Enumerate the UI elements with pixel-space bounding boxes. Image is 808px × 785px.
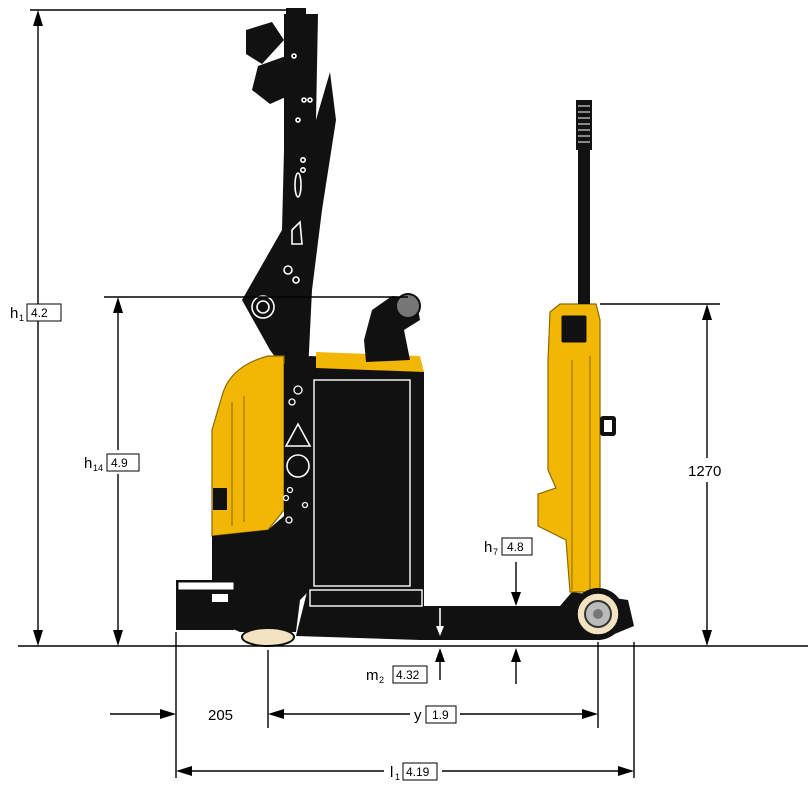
rear-offset-arrow [160, 709, 176, 719]
h7-symbol: h [484, 539, 492, 556]
h7-ref: 4.8 [507, 540, 524, 554]
drive-wheel [241, 627, 295, 647]
label-y: y 1.9 [414, 705, 457, 724]
h7-arrow [511, 592, 521, 606]
pole-grip-lines [578, 105, 590, 143]
m2-ref-box [392, 665, 428, 684]
m2-ref: 4.32 [396, 668, 420, 682]
h14-arrow-top [113, 297, 123, 313]
label-mast-height: 1270 [686, 458, 730, 482]
mast-height-value: 1270 [688, 463, 721, 480]
y-arrow-left [268, 709, 284, 719]
y-ref: 1.9 [432, 708, 449, 722]
h14-arrow-bottom [113, 630, 123, 646]
hood-slot [213, 488, 227, 510]
h1-arrow-bottom [33, 630, 43, 646]
load-wheel-center [593, 609, 603, 619]
pallet-truck-illustration [176, 8, 634, 647]
h14-ref: 4.9 [111, 456, 128, 470]
label-m2: m 2 4.32 [366, 665, 428, 685]
mast-handle-grip [604, 420, 612, 432]
l1-arrow-left [176, 766, 192, 776]
label-l1: l 1 4.19 [390, 762, 438, 782]
fork-arm [296, 588, 634, 640]
fork-marker-arrow [436, 626, 444, 636]
rear-bumper-top [177, 581, 235, 591]
chassis-panel [313, 379, 411, 587]
tiller-arm [242, 14, 336, 380]
chassis-buttons [282, 385, 309, 524]
side-knob [286, 454, 310, 478]
steering-knob [395, 293, 421, 319]
tiller-handle [252, 56, 288, 104]
l1-ref: 4.19 [406, 765, 430, 779]
l1-subscript: 1 [395, 772, 400, 782]
mast-window [558, 312, 590, 346]
fork-rail [309, 589, 423, 607]
h14-symbol: h [84, 455, 92, 472]
label-h7: h 7 4.8 [484, 537, 533, 557]
rear-hood [211, 355, 285, 537]
dimension-labels: h 1 4.2 h 14 4.9 1270 h 7 4.8 m 2 [0, 300, 730, 782]
mast-body [537, 303, 601, 593]
l1-ref-box [402, 762, 438, 781]
m2-arrow-left [435, 648, 445, 662]
h7-ref-box [501, 537, 533, 556]
h1-arrow-top [33, 10, 43, 26]
l1-symbol: l [390, 764, 393, 781]
m2-symbol: m [366, 667, 379, 684]
tiller-head [246, 22, 284, 64]
h1-subscript: 1 [19, 313, 24, 323]
label-h1: h 1 4.2 [0, 300, 62, 324]
dimension-lines [18, 9, 808, 778]
rear-offset-value: 205 [208, 707, 233, 724]
main-chassis [212, 356, 424, 632]
h14-ref-box [106, 453, 140, 472]
warning-triangle [284, 422, 312, 447]
l1-arrow-right [618, 766, 634, 776]
mast-arrow-bottom [702, 630, 712, 646]
y-symbol: y [414, 707, 422, 724]
y-ref-box [425, 705, 457, 724]
h1-ref-box [26, 303, 62, 322]
h1-symbol: h [10, 305, 18, 322]
h1-ref: 4.2 [31, 306, 48, 320]
y-arrow-right [582, 709, 598, 719]
tiller-controls [251, 53, 313, 319]
m2-subscript: 2 [379, 675, 384, 685]
mast-arrow-top [702, 304, 712, 320]
h7-subscript: 7 [493, 547, 498, 557]
tiller-top-cap [286, 8, 306, 22]
rear-bumper-slot [212, 594, 228, 602]
mast-pole [578, 148, 590, 304]
m2-arrow-right [511, 648, 521, 662]
h14-subscript: 14 [93, 463, 103, 473]
label-h14: h 14 4.9 [84, 450, 144, 474]
